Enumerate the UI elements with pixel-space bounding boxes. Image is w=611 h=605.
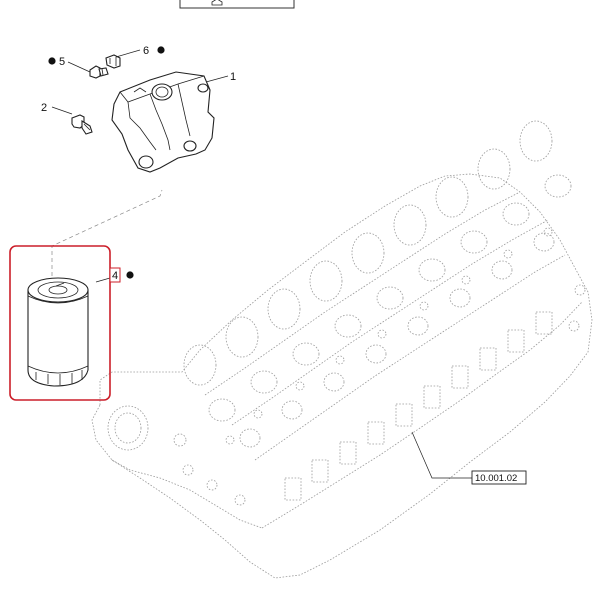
reference-link-10-001-02[interactable]: 10.001.02 xyxy=(471,470,527,485)
dot-marker-icon xyxy=(126,271,134,279)
reference-label: 10.001.02 xyxy=(475,473,517,484)
filter-bracket-icon xyxy=(111,71,215,173)
cylinder-port-icon xyxy=(477,148,511,190)
dot-marker-icon xyxy=(157,46,165,54)
cylinder-port-icon xyxy=(183,344,217,386)
cylinder-port-icon xyxy=(267,288,301,330)
cylinder-port-icon xyxy=(376,286,404,310)
cylinder-port-icon xyxy=(519,120,553,162)
cylinder-port-icon xyxy=(365,344,387,364)
cylinder-port-icon xyxy=(544,174,572,198)
cylinder-port-icon xyxy=(491,260,513,280)
part-callout-6[interactable]: 6 xyxy=(143,45,165,57)
part-number-1: 1 xyxy=(230,71,236,83)
cylinder-head-icon xyxy=(91,120,593,579)
cylinder-port-icon xyxy=(533,232,555,252)
oil-filter-cartridge-icon xyxy=(27,277,89,387)
callout-leaders xyxy=(51,49,472,479)
callout-box xyxy=(109,267,121,283)
cylinder-port-icon xyxy=(309,260,343,302)
cylinder-port-icon xyxy=(292,342,320,366)
cylinder-port-icon xyxy=(225,316,259,358)
cylinder-port-icon xyxy=(393,204,427,246)
cylinder-port-icon xyxy=(418,258,446,282)
top-frame-box xyxy=(179,0,295,9)
cylinder-port-icon xyxy=(334,314,362,338)
cylinder-port-icon xyxy=(281,400,303,420)
cylinder-port-icon xyxy=(460,230,488,254)
cylinder-port-icon xyxy=(250,370,278,394)
cylinder-port-icon xyxy=(351,232,385,274)
oil-pressure-switch-icon xyxy=(89,65,109,79)
dot-marker-icon xyxy=(48,57,56,65)
part-number-5: 5 xyxy=(59,56,65,68)
cylinder-port-icon xyxy=(502,202,530,226)
bolt-icon xyxy=(71,114,93,135)
part-number-4: 4 xyxy=(112,270,118,282)
cylinder-port-icon xyxy=(323,372,345,392)
temperature-sender-icon xyxy=(105,54,121,69)
part-callout-5[interactable]: 5 xyxy=(48,56,65,68)
part-number-6: 6 xyxy=(143,45,149,57)
cylinder-port-icon xyxy=(407,316,429,336)
part-callout-4[interactable]: 4 xyxy=(109,267,134,283)
cylinder-port-icon xyxy=(435,176,469,218)
assembly-leader-line xyxy=(51,189,163,276)
cylinder-port-icon xyxy=(449,288,471,308)
part-callout-2[interactable]: 2 xyxy=(41,102,47,114)
part-number-2: 2 xyxy=(41,102,47,114)
selected-part-highlight xyxy=(9,245,111,401)
part-callout-1[interactable]: 1 xyxy=(230,71,236,83)
cylinder-port-icon xyxy=(239,428,261,448)
reference-box xyxy=(471,470,527,485)
cylinder-port-icon xyxy=(208,398,236,422)
